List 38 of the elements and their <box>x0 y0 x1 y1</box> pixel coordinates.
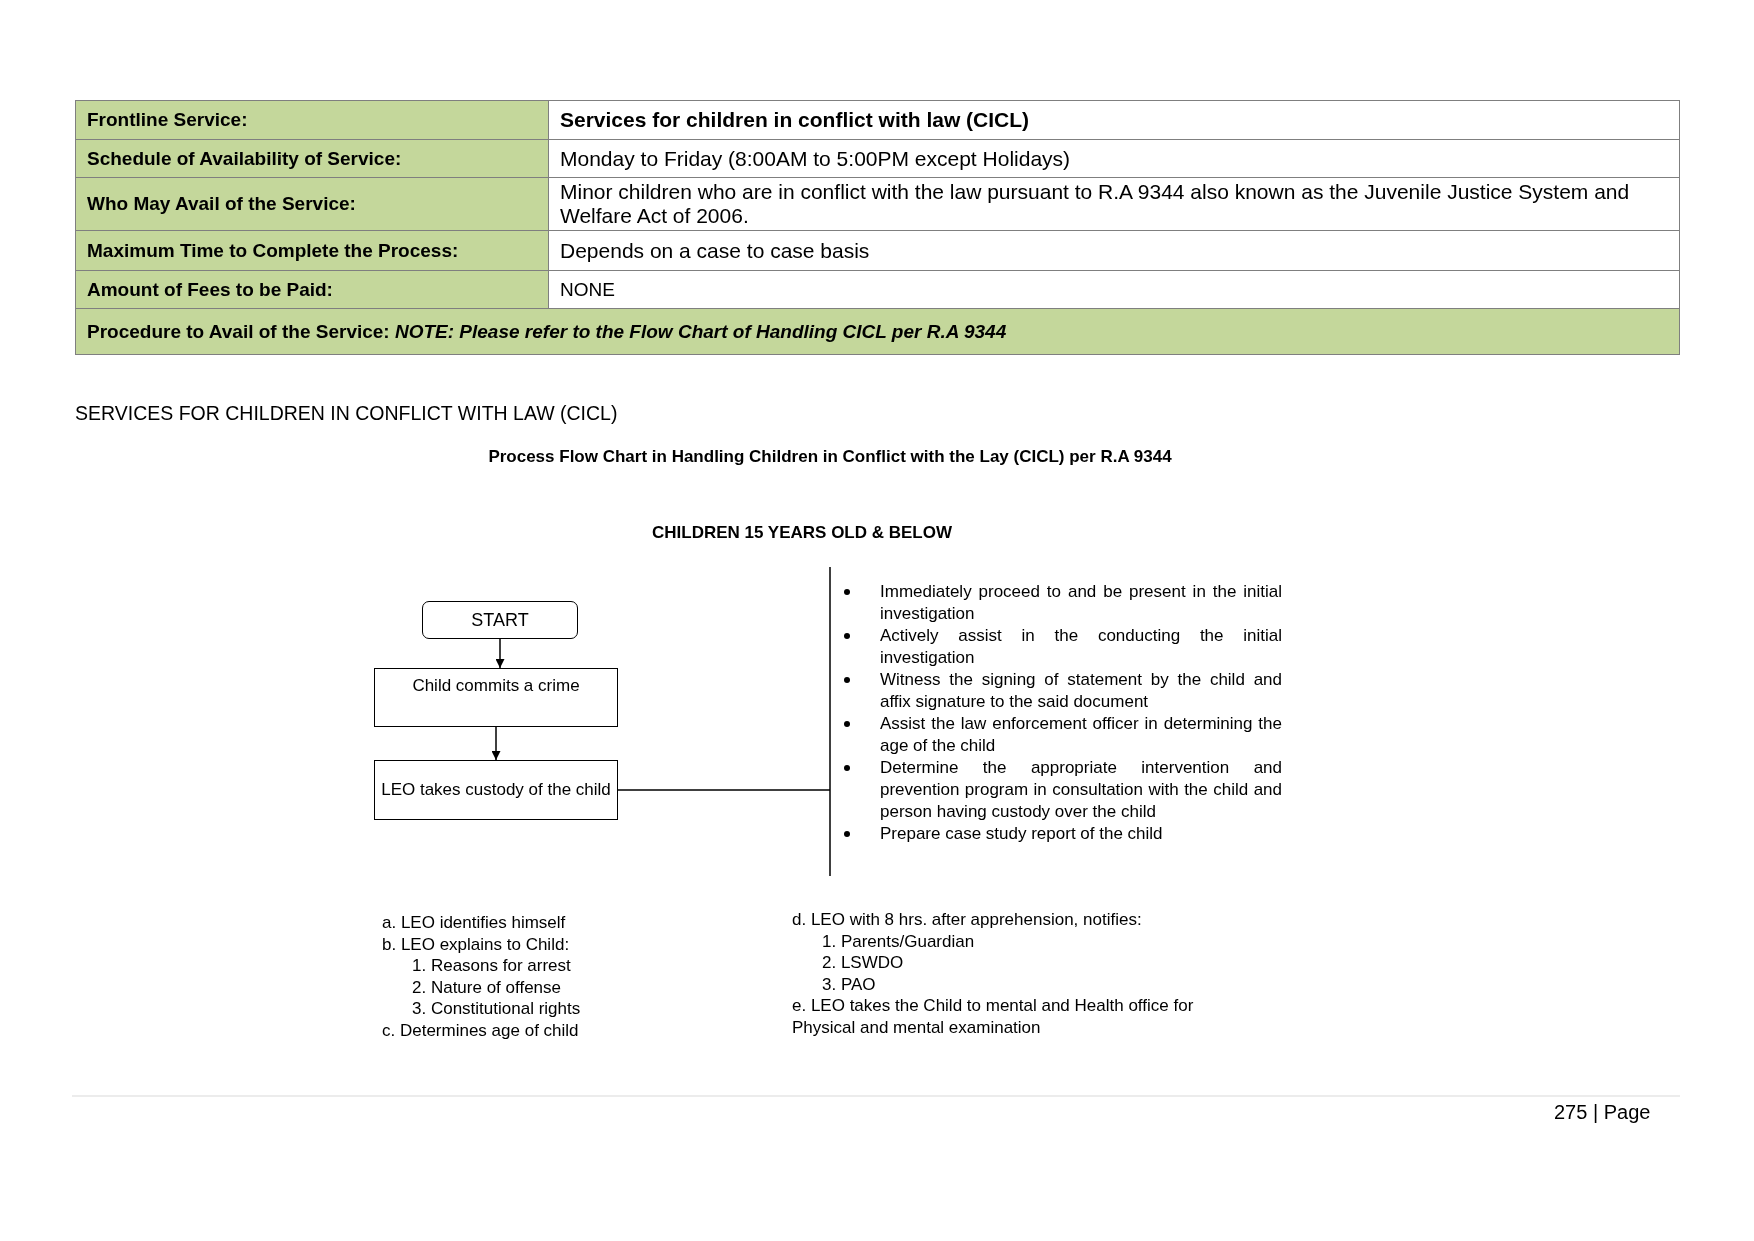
bullet-text: Assist the law enforcement officer in determining the age of the child <box>880 714 1282 755</box>
note-text: 3. PAO <box>822 973 876 996</box>
note-text: 2. LSWDO <box>822 952 904 974</box>
note-text: e. LEO takes the Child to mental and Health office for Physical and mental examination <box>792 995 1195 1039</box>
process-box: Child commits a crime <box>374 668 618 727</box>
arrow <box>495 638 505 669</box>
connector-line <box>617 789 831 791</box>
note-text: 1. Reasons for arrest <box>412 955 571 977</box>
note-text: 3. Constitutional rights <box>412 998 581 1020</box>
bullet-text: Witness the signing of statement by the child and affix signature to the said document <box>880 670 1282 711</box>
bullet-text: Determine the appropriate intervention and prevention program in consultation with the child and person having custody over the child <box>880 758 1282 821</box>
table-cell: Schedule of Availability of Service: <box>75 139 549 178</box>
bullet-text: Immediately proceed to and be present in the initial investigation <box>880 582 1282 623</box>
table-cell: Amount of Fees to be Paid: <box>75 270 549 309</box>
table-cell: Frontline Service: <box>75 100 549 140</box>
table-cell: Who May Avail of the Service: <box>75 177 549 231</box>
section-heading: SERVICES FOR CHILDREN IN CONFLICT WITH LAW (CICL) <box>75 403 618 425</box>
note-text: d. LEO with 8 hrs. after apprehension, notifies: <box>792 909 1142 931</box>
bullet-text: Actively assist in the conducting the initial investigation <box>880 626 1282 667</box>
process-box: LEO takes custody of the child <box>374 760 618 820</box>
note-text: c. Determines age of child <box>382 1020 579 1042</box>
table-cell: Minor children who are in conflict with the law pursuant to R.A 9344 also known as the Juvenile Justice System and Welfare Act of 2006. <box>548 177 1680 231</box>
note-text: b. LEO explains to Child: <box>382 933 570 956</box>
note-text: 2. Nature of offense <box>412 976 561 999</box>
note-text: 1. Parents/Guardian <box>822 930 975 953</box>
table-cell: Monday to Friday (8:00AM to 5:00PM except Holidays) <box>548 139 1680 178</box>
start-terminal: START <box>422 601 578 639</box>
table-cell: NONE <box>548 270 1680 309</box>
page-number: 275 | Page <box>1554 1102 1651 1124</box>
note-text: a. LEO identifies himself <box>382 912 566 934</box>
table-cell: Procedure to Avail of the Service: NOTE: Please refer to the Flow Chart of Handling CICL per R.A 9344 <box>75 308 1680 355</box>
table-cell: Services for children in conflict with law (CICL) <box>548 100 1680 140</box>
arrow <box>491 726 501 761</box>
chart-subheading: CHILDREN 15 YEARS OLD & BELOW <box>650 522 954 544</box>
bullet-text: Prepare case study report of the child <box>880 824 1163 843</box>
chart-title: Process Flow Chart in Handling Children in Conflict with the Lay (CICL) per R.A 9344 <box>487 446 1173 468</box>
table-cell: Maximum Time to Complete the Process: <box>75 230 549 271</box>
table-cell: Depends on a case to case basis <box>548 230 1680 271</box>
